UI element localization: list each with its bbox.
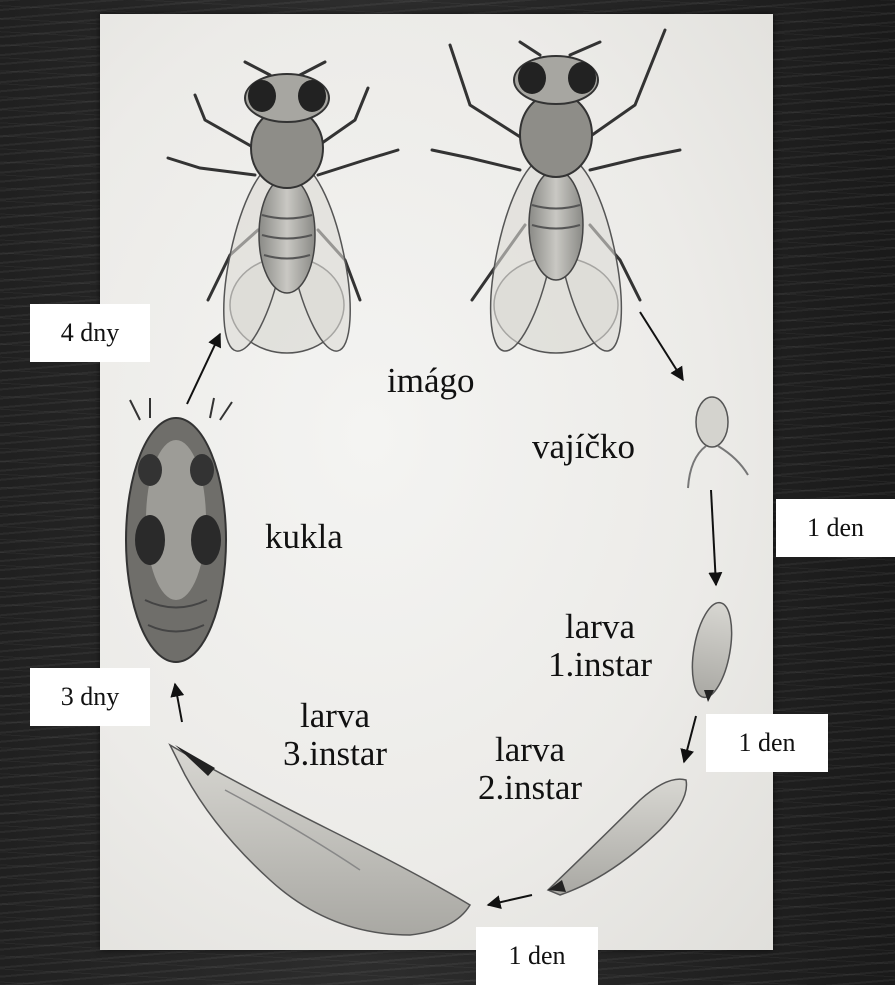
stage-label-larva-first-instar: larva 1.instar <box>548 608 652 684</box>
stage-label-larva-third-instar: larva 3.instar <box>283 697 387 773</box>
stage-label-egg: vajíčko <box>532 428 635 466</box>
adult-fly-female <box>168 62 398 356</box>
arrow-imago-to-egg <box>640 312 683 380</box>
duration-box-imago-to-egg: 1 den <box>776 499 895 557</box>
stage-label-larva-second-instar: larva 2.instar <box>478 731 582 807</box>
duration-box-larva1-to-larva2: 1 den <box>706 714 828 772</box>
arrow-larva1-to-larva2 <box>684 716 696 762</box>
stage-label-line: 3.instar <box>283 735 387 773</box>
larva-first-instar-drawing <box>686 600 738 702</box>
stage-label-pupa: kukla <box>265 518 343 556</box>
arrow-larva3-to-pupa <box>175 684 182 722</box>
arrow-egg-to-larva1 <box>711 490 716 585</box>
pupa-drawing <box>126 398 232 662</box>
stage-label-imago: imágo <box>387 362 474 400</box>
stage-label-line: larva <box>548 608 652 646</box>
egg-drawing <box>688 397 748 488</box>
stage-label-line: larva <box>478 731 582 769</box>
stage-label-line: 1.instar <box>548 646 652 684</box>
duration-box-larva2-to-larva3: 1 den <box>476 927 598 985</box>
duration-box-larva3-to-pupa: 3 dny <box>30 668 150 726</box>
adult-fly-male <box>432 30 680 356</box>
stage-label-line: larva <box>283 697 387 735</box>
larva-third-instar-drawing <box>170 745 470 935</box>
arrow-larva2-to-larva3 <box>488 895 532 905</box>
duration-box-pupa-to-imago: 4 dny <box>30 304 150 362</box>
arrow-pupa-to-imago <box>187 334 220 404</box>
stage-label-line: 2.instar <box>478 769 582 807</box>
